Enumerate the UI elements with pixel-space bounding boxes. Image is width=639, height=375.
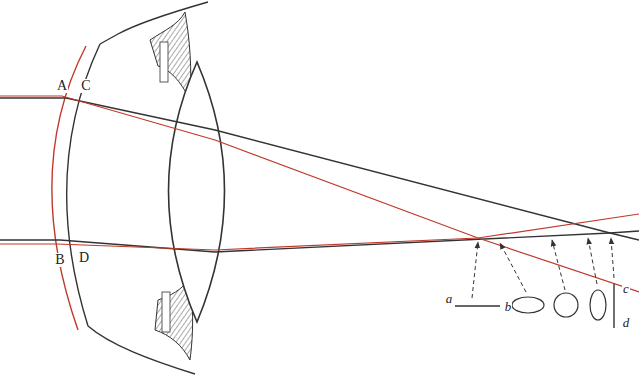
lens: [169, 62, 225, 322]
pointer: [472, 242, 478, 298]
ray: [0, 98, 639, 240]
point-label: c: [622, 282, 630, 295]
cornea: [67, 44, 100, 326]
point-label: D: [78, 251, 90, 265]
point-label: d: [622, 316, 631, 329]
ray: [0, 96, 639, 292]
ray: [0, 231, 639, 252]
ciliary-upper: [160, 42, 168, 82]
focal-ellipse: [512, 297, 544, 313]
point-label: A: [56, 79, 68, 93]
focal-line: [455, 305, 500, 306]
ciliary-lower: [162, 292, 170, 332]
focal-circle: [554, 293, 578, 317]
pointer: [500, 243, 526, 292]
focal-ellipse: [590, 290, 606, 320]
point-label: B: [54, 253, 65, 267]
point-label: a: [445, 292, 454, 305]
point-label: b: [504, 300, 513, 313]
ray: [0, 214, 639, 250]
pointer: [552, 240, 565, 290]
iris-upper: [150, 12, 191, 100]
pointer: [588, 238, 597, 284]
focal-line: [613, 284, 614, 328]
pointer: [611, 238, 614, 278]
point-label: C: [80, 79, 91, 93]
